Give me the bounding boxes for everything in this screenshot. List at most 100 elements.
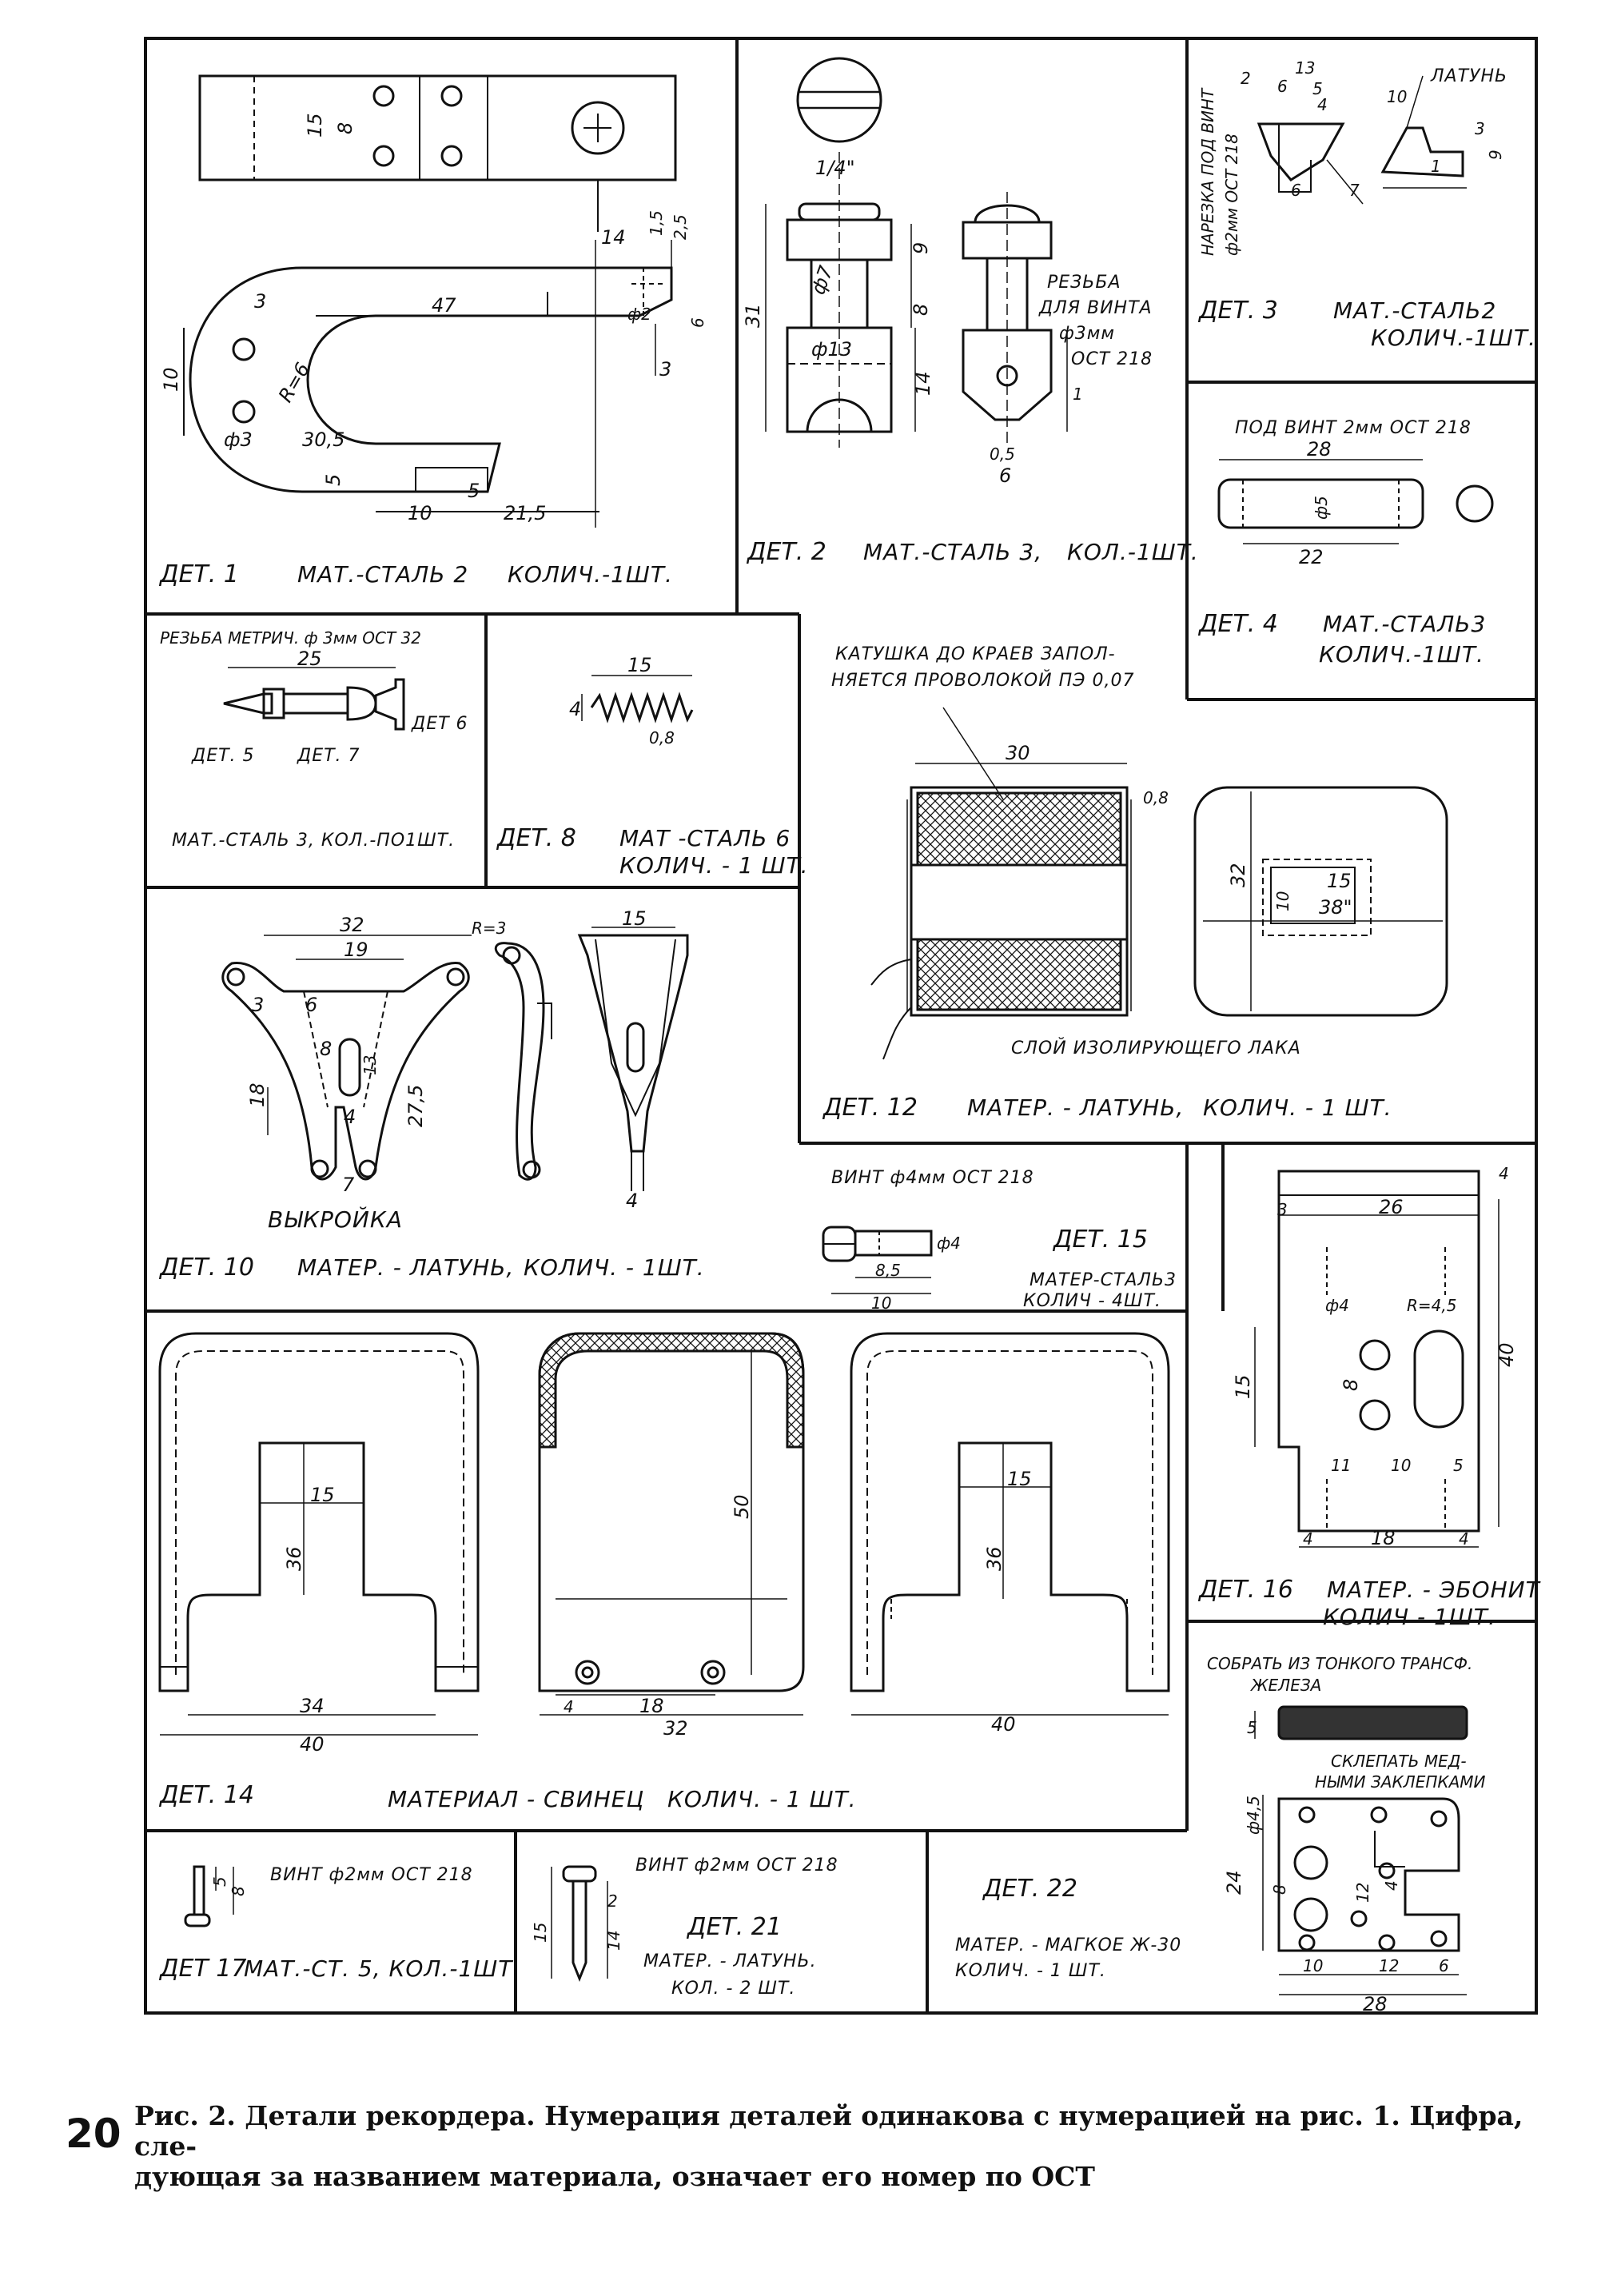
det14-dim-15b: 15 [1007, 1468, 1032, 1490]
det12-qty: КОЛИЧ. - 1 ШТ. [1203, 1094, 1392, 1121]
det1-dim-3: 3 [254, 290, 266, 313]
det3-dim-9: 9 [1486, 149, 1505, 160]
det22-note-rivet-2: НЫМИ ЗАКЛЕПКАМИ [1315, 1772, 1486, 1792]
det21-dim-14: 14 [604, 1931, 623, 1951]
det2-note-2: ДЛЯ ВИНТА [1038, 298, 1153, 318]
det16-dim-26: 26 [1379, 1196, 1404, 1218]
det15-text: ВИНТ ф4мм ОСТ 218 ф4 8,5 10 ДЕТ. 15 МАТЕ… [831, 1168, 1176, 1313]
det3-dim-6b: 6 [1291, 181, 1301, 200]
det10-dim-4b: 4 [626, 1190, 638, 1212]
det16-dim-4a: 4 [1303, 1529, 1313, 1549]
det3-note-v2: ф2мм ОСТ 218 [1222, 134, 1241, 256]
det1-dim-1-5: 1,5 [647, 210, 666, 236]
det22-text: СОБРАТЬ ИЗ ТОНКОГО ТРАНСФ. ЖЕЛЕЗА 5 СКЛЕ… [955, 1654, 1486, 2015]
det3-dim-13: 13 [1295, 58, 1315, 78]
det2-qty: КОЛ.-1ШТ. [1067, 539, 1199, 565]
det8-dim-0-8: 0,8 [649, 728, 675, 747]
det3-label: ДЕТ. 3 [1197, 297, 1278, 325]
det567-dim-25: 25 [297, 648, 322, 670]
det21-dim-15: 15 [531, 1923, 550, 1943]
det3-dim-4: 4 [1317, 95, 1328, 114]
det15-dim-8-5: 8,5 [875, 1261, 901, 1280]
det15-qty: КОЛИЧ - 4ШТ. [1023, 1291, 1161, 1311]
part-det2 [765, 57, 1068, 448]
det10-dim-13: 13 [360, 1055, 380, 1075]
part-det8-spring [581, 675, 694, 723]
det2-dim-6: 6 [999, 464, 1011, 487]
det567-note: РЕЗЬБА МЕТРИЧ. ф 3мм ОСТ 32 [160, 628, 421, 648]
det3-dim-6: 6 [1277, 77, 1288, 96]
det2-note-1: РЕЗЬБА [1047, 273, 1121, 293]
det3-qty: КОЛИЧ.-1ШТ. [1371, 325, 1536, 351]
det21-qty: КОЛ. - 2 ШТ. [671, 1979, 795, 1999]
det567-material: МАТ.-СТАЛЬ 3, КОЛ.-ПО1ШТ. [172, 831, 455, 851]
det12-text: КАТУШКА ДО КРАЕВ ЗАПОЛ- НЯЕТСЯ ПРОВОЛОКО… [822, 644, 1392, 1122]
det1-dim-30-5: 30,5 [302, 429, 345, 451]
part-det21-screw [551, 1865, 608, 1983]
det10-dim-18: 18 [246, 1082, 269, 1107]
det2-text: 1/4" 9 31 ф7 8 ф13 14 1 0,5 6 РЕЗЬБА ДЛЯ… [742, 157, 1199, 566]
det22-dim-10: 10 [1303, 1956, 1323, 1975]
det16-dim-4b: 4 [1459, 1529, 1469, 1549]
det8-dim-15: 15 [627, 654, 652, 676]
det12-note-top-2: НЯЕТСЯ ПРОВОЛОКОЙ ПЭ 0,07 [831, 670, 1134, 691]
det10-dim-r3: R=3 [472, 919, 506, 938]
det8-dim-4: 4 [569, 698, 581, 720]
det10-qty: КОЛИЧ. - 1ШТ. [524, 1254, 705, 1281]
det8-material: МАТ -СТАЛЬ 6 [619, 825, 791, 851]
det10-label: ДЕТ. 10 [158, 1254, 254, 1282]
det16-text: 4 3 26 ф4 R=4,5 15 8 40 11 10 5 4 18 4 Д… [1197, 1164, 1540, 1630]
det12-dim-38: 38" [1319, 896, 1352, 919]
det12-dim-32: 32 [1227, 863, 1249, 887]
det16-dim-5: 5 [1453, 1456, 1464, 1475]
det22-note-top-1: СОБРАТЬ ИЗ ТОНКОГО ТРАНСФ. [1207, 1654, 1472, 1673]
det14-dim-40b: 40 [991, 1713, 1016, 1736]
det3-dim-3: 3 [1475, 119, 1485, 138]
det4-text: ПОД ВИНТ 2мм ОСТ 218 28 ф5 22 ДЕТ. 4 МАТ… [1197, 418, 1485, 668]
part-det15-screw [822, 1226, 933, 1294]
det16-qty: КОЛИЧ - 1ШТ. [1323, 1604, 1496, 1630]
det2-dim-0-5: 0,5 [990, 444, 1015, 464]
det3-dim-2: 2 [1241, 69, 1251, 88]
det21-label: ДЕТ. 21 [686, 1913, 782, 1941]
det10-dim-4: 4 [344, 1106, 356, 1128]
det16-dim-r45: R=4,5 [1407, 1296, 1456, 1315]
det14-dim-18: 18 [639, 1695, 664, 1717]
det12-note-bottom: СЛОЙ ИЗОЛИРУЮЩЕГО ЛАКА [1011, 1038, 1301, 1058]
det3-material: МАТ.-СТАЛЬ2 [1333, 297, 1496, 324]
det5-label: ДЕТ. 5 [191, 746, 255, 766]
det16-dim-40: 40 [1496, 1342, 1518, 1367]
part-det12-coil [870, 707, 1448, 1060]
det10-dim-7: 7 [342, 1174, 355, 1196]
caption-line-1: Рис. 2. Детали рекордера. Нумерация дета… [134, 2100, 1523, 2162]
det2-dim-9: 9 [910, 242, 932, 254]
det4-dim-22: 22 [1299, 546, 1324, 568]
det21-text: 2 15 14 ВИНТ ф2мм ОСТ 218 ДЕТ. 21 МАТЕР.… [531, 1856, 838, 1999]
det17-text: 5 8 ВИНТ ф2мм ОСТ 218 ДЕТ 17 МАТ.-СТ. 5,… [158, 1865, 520, 1983]
det22-note-top-2: ЖЕЛЕЗА [1249, 1676, 1321, 1695]
det16-dim-11: 11 [1331, 1456, 1351, 1475]
det14-dim-50: 50 [731, 1494, 753, 1519]
det14-dim-32: 32 [663, 1717, 688, 1740]
det15-label: ДЕТ. 15 [1052, 1226, 1148, 1254]
det10-dim-32: 32 [340, 914, 364, 936]
det14-dim-36b: 36 [983, 1546, 1006, 1571]
det3-note-v1: НАРЕЗКА ПОД ВИНТ [1198, 87, 1217, 256]
det1-dim-5b: 5 [468, 480, 480, 502]
det22-label: ДЕТ. 22 [982, 1875, 1077, 1903]
det3-dim-5: 5 [1312, 79, 1323, 98]
det10-pattern: ВЫКРОЙКА [268, 1206, 403, 1233]
det1-dim-d3: ф3 [224, 429, 253, 451]
caption-line-2: дующая за названием материала, означает … [134, 2161, 1095, 2192]
det4-label: ДЕТ. 4 [1197, 610, 1278, 638]
det17-dim-8: 8 [229, 1886, 248, 1896]
det22-qty: КОЛИЧ. - 1 ШТ. [955, 1961, 1106, 1981]
det22-dim-d45: ф4,5 [1244, 1796, 1263, 1835]
det1-material: МАТ.-СТАЛЬ 2 [297, 561, 468, 588]
det4-note: ПОД ВИНТ 2мм ОСТ 218 [1235, 418, 1472, 438]
part-det16 [1254, 1170, 1500, 1548]
det3-dim-7: 7 [1349, 181, 1360, 200]
det21-dim-2: 2 [607, 1891, 618, 1911]
part-det17-screw [184, 1865, 234, 1927]
